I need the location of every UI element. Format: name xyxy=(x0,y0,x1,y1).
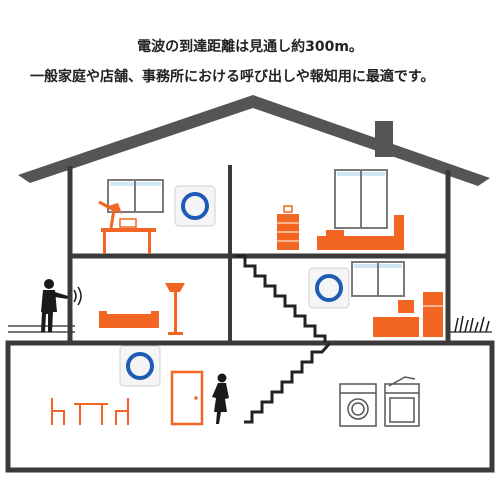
dryer-icon xyxy=(384,376,420,427)
caption-range: 電波の到達距離は見通し約300m。 xyxy=(137,39,363,55)
basement-dining xyxy=(51,398,129,425)
lower-right-room xyxy=(351,261,443,337)
chime-receiver-icon xyxy=(174,185,216,227)
basement-door xyxy=(170,370,204,426)
wireless-signal-icon xyxy=(73,286,82,306)
chime-receiver-icon xyxy=(308,267,350,309)
upper-right-room xyxy=(277,169,404,250)
staircase xyxy=(235,254,332,424)
chime-receiver-icon xyxy=(119,345,161,387)
washing-machine-icon xyxy=(339,383,377,427)
person-with-transmitter-icon xyxy=(41,279,68,332)
chimney xyxy=(375,121,393,157)
roof xyxy=(18,95,490,186)
house-walls xyxy=(67,165,451,343)
upper-left-room xyxy=(98,179,164,254)
lower-left-room xyxy=(99,283,185,335)
woman-walking-icon xyxy=(212,373,229,424)
caption-usage: 一般家庭や店舗、事務所における呼び出しや報知用に最適です。 xyxy=(30,69,435,85)
grass-icon xyxy=(454,315,490,333)
